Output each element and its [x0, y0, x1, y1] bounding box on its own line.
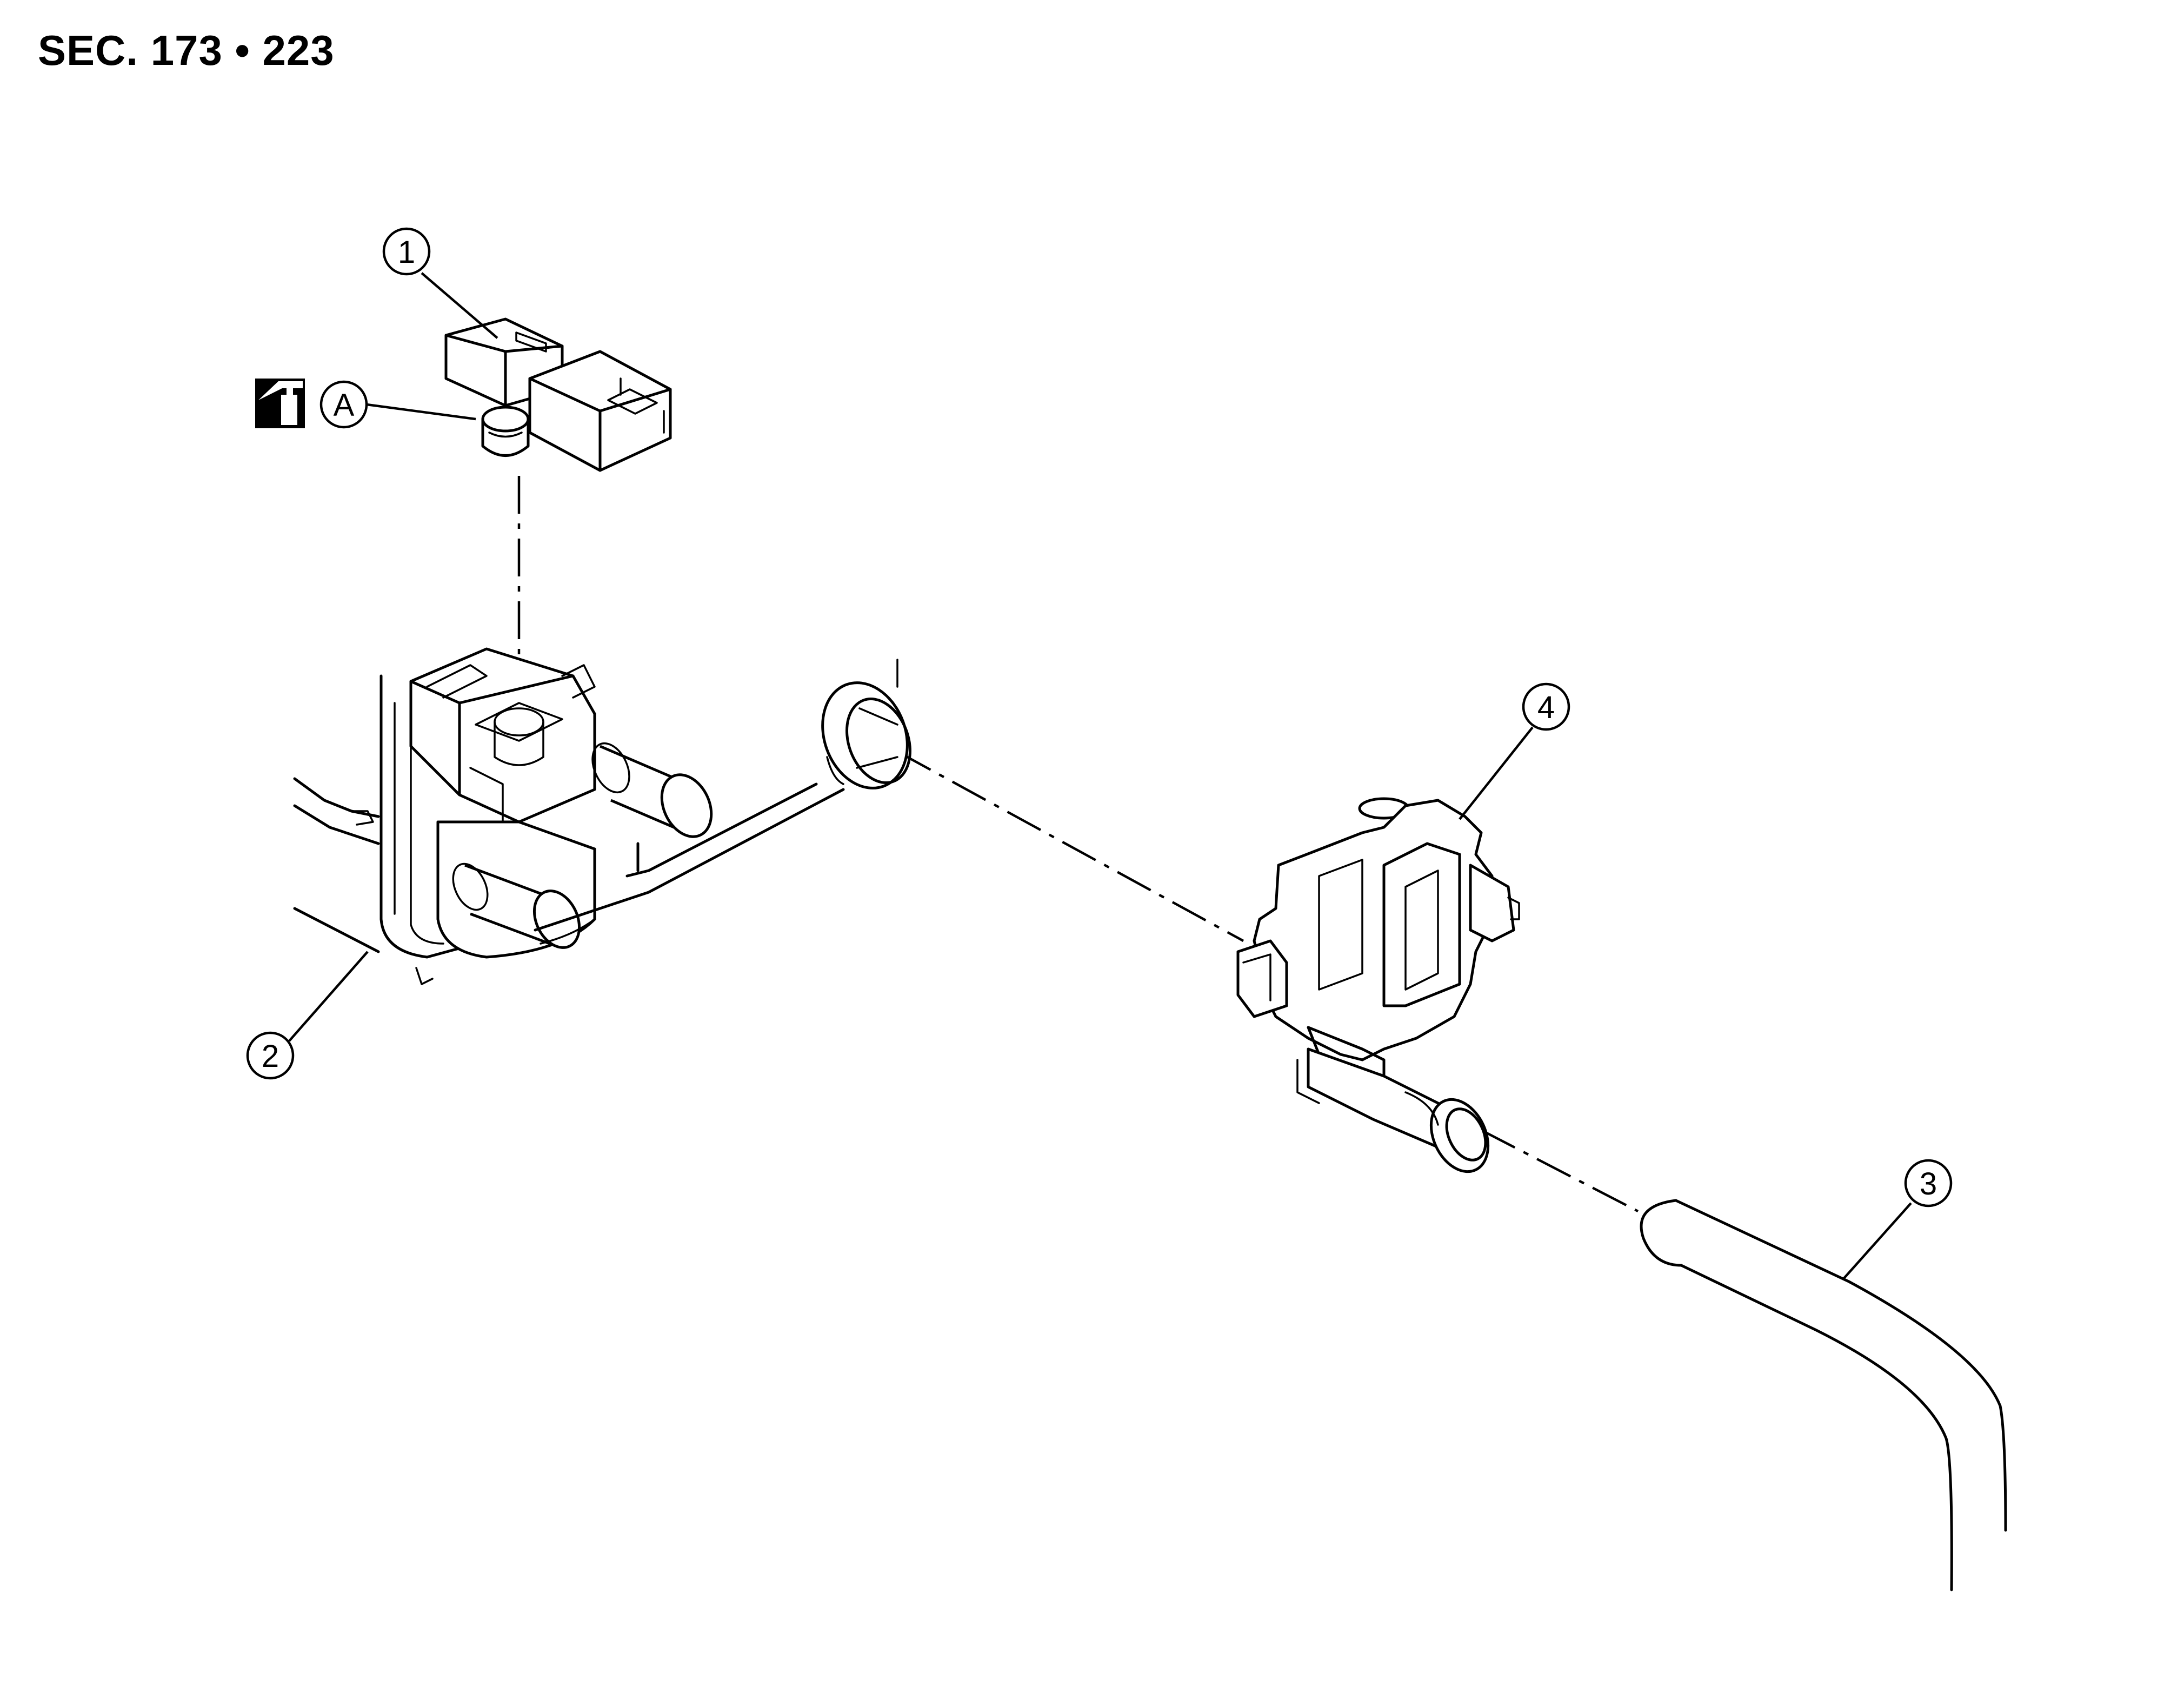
part-1-connector [444, 317, 672, 472]
callout-3: 3 [1904, 1159, 1953, 1207]
callout-4-label: 4 [1537, 690, 1555, 725]
callout-1: 1 [382, 227, 431, 276]
grease-application-icon [255, 379, 305, 428]
grommet-ring [821, 659, 911, 789]
callout-1-label: 1 [398, 235, 415, 270]
callout-a: A [319, 380, 368, 429]
callout-4: 4 [1522, 682, 1570, 731]
callout-2: 2 [246, 1031, 295, 1080]
part-2-valve-body [293, 647, 845, 985]
callout-2-label: 2 [262, 1039, 279, 1074]
part-3-hose [1640, 1199, 2007, 1591]
part-4-bracket-assembly [1236, 797, 1520, 1173]
section-reference: SEC. 173 • 223 [38, 26, 335, 74]
leader-lines [288, 272, 1912, 1280]
callout-3-label: 3 [1920, 1166, 1937, 1202]
callout-a-label: A [334, 388, 355, 423]
